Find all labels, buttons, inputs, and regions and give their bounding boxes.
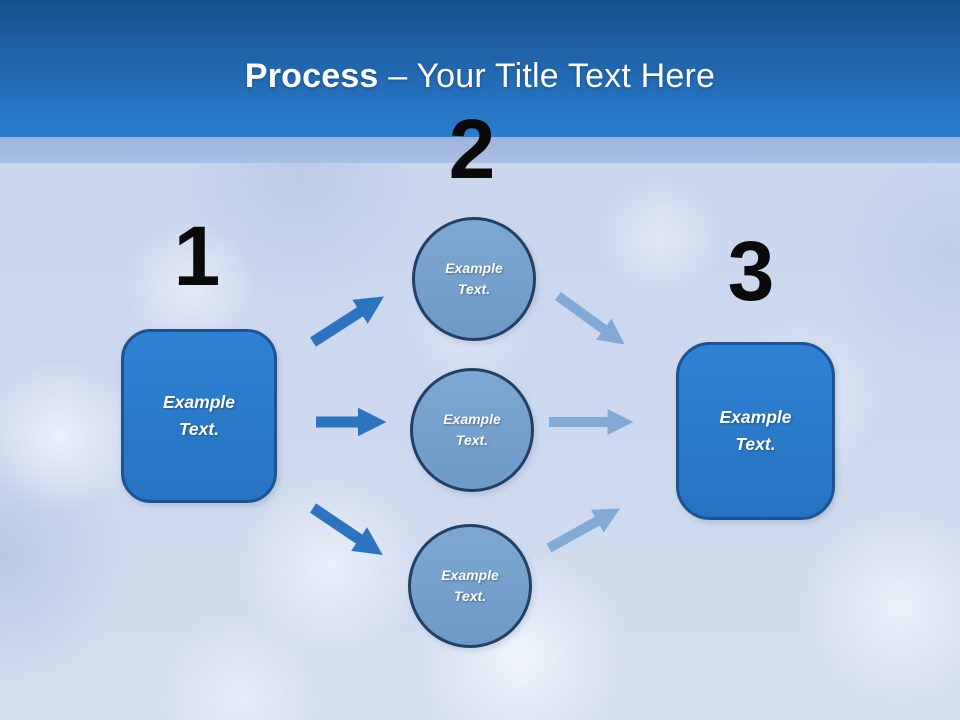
slide-title-subtitle: – Your Title Text Here (388, 57, 716, 95)
step-number-2: 2 (448, 102, 496, 196)
slide-title-keyword: Process (244, 57, 379, 95)
process-step-bottom-label: Example Text. (441, 567, 499, 604)
process-start-label: Example Text. (163, 391, 235, 439)
process-step-circle-top: Example Text. (412, 217, 536, 341)
process-step-circle-middle: Example Text. (410, 368, 534, 492)
header-accent-band (0, 137, 960, 163)
process-end-box: Example Text. (676, 342, 835, 520)
step-number-3: 3 (727, 224, 775, 318)
process-step-middle-label: Example Text. (443, 411, 501, 448)
title-bar: Process – Your Title Text Here (0, 0, 960, 137)
process-start-box: Example Text. (121, 329, 277, 503)
process-step-circle-bottom: Example Text. (408, 524, 532, 648)
process-step-top-label: Example Text. (445, 260, 503, 297)
process-end-label: Example Text. (719, 406, 792, 454)
step-number-1: 1 (173, 209, 221, 303)
slide-title: Process – Your Title Text Here (245, 57, 715, 96)
